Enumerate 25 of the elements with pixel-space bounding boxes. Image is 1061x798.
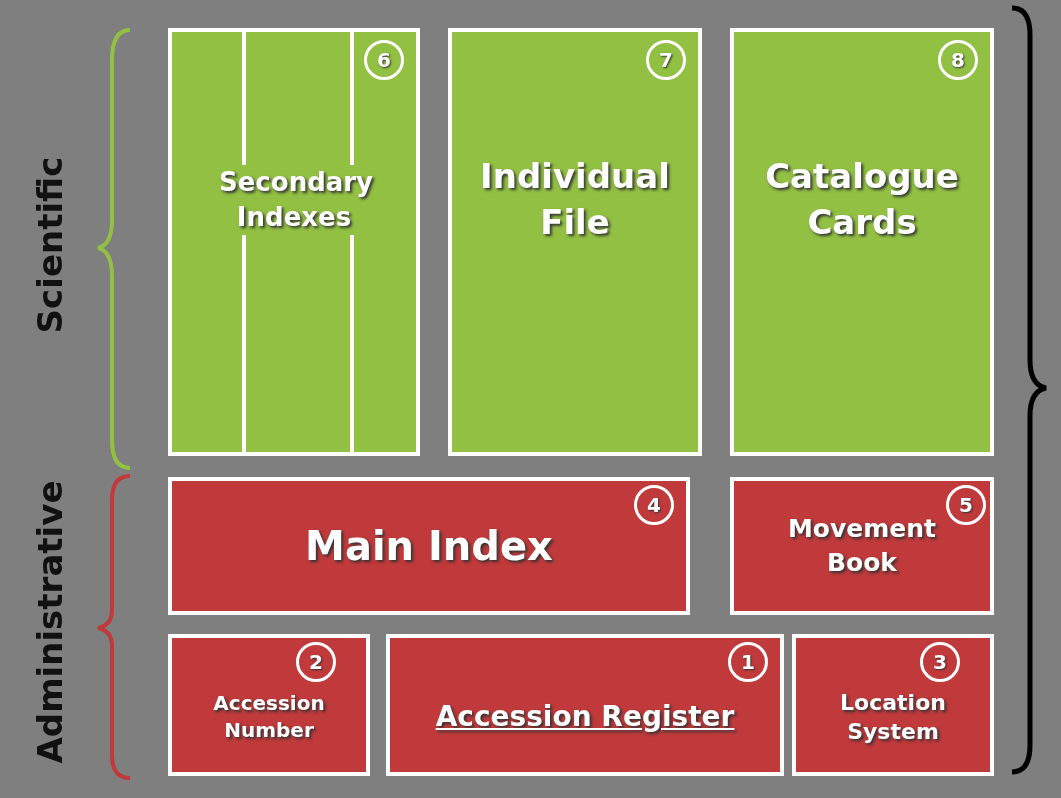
block-label: Accession Number — [212, 690, 326, 744]
block — [730, 477, 994, 615]
block-label: Main Index — [304, 522, 554, 571]
block — [386, 634, 784, 776]
block-label: Location System — [839, 688, 947, 747]
callout-number: 6 — [364, 40, 404, 80]
block — [168, 28, 420, 456]
callout-number: 8 — [938, 40, 978, 80]
block — [168, 634, 370, 776]
block-label: Movement Book — [786, 513, 938, 579]
callout-number: 1 — [728, 642, 768, 682]
callout-number: 4 — [634, 485, 674, 525]
callout-number: 2 — [296, 642, 336, 682]
block-label: Individual File — [479, 155, 671, 244]
callout-number: 3 — [920, 642, 960, 682]
block-label: Catalogue Cards — [764, 155, 960, 244]
callout-number: 5 — [946, 485, 986, 525]
block — [168, 477, 690, 615]
block — [448, 28, 702, 456]
section-label: Administrative — [29, 480, 70, 764]
block-label: Accession Register — [434, 699, 736, 735]
callout-number: 7 — [646, 40, 686, 80]
section-label: Scientific — [29, 156, 70, 334]
block — [792, 634, 994, 776]
block — [730, 28, 994, 456]
